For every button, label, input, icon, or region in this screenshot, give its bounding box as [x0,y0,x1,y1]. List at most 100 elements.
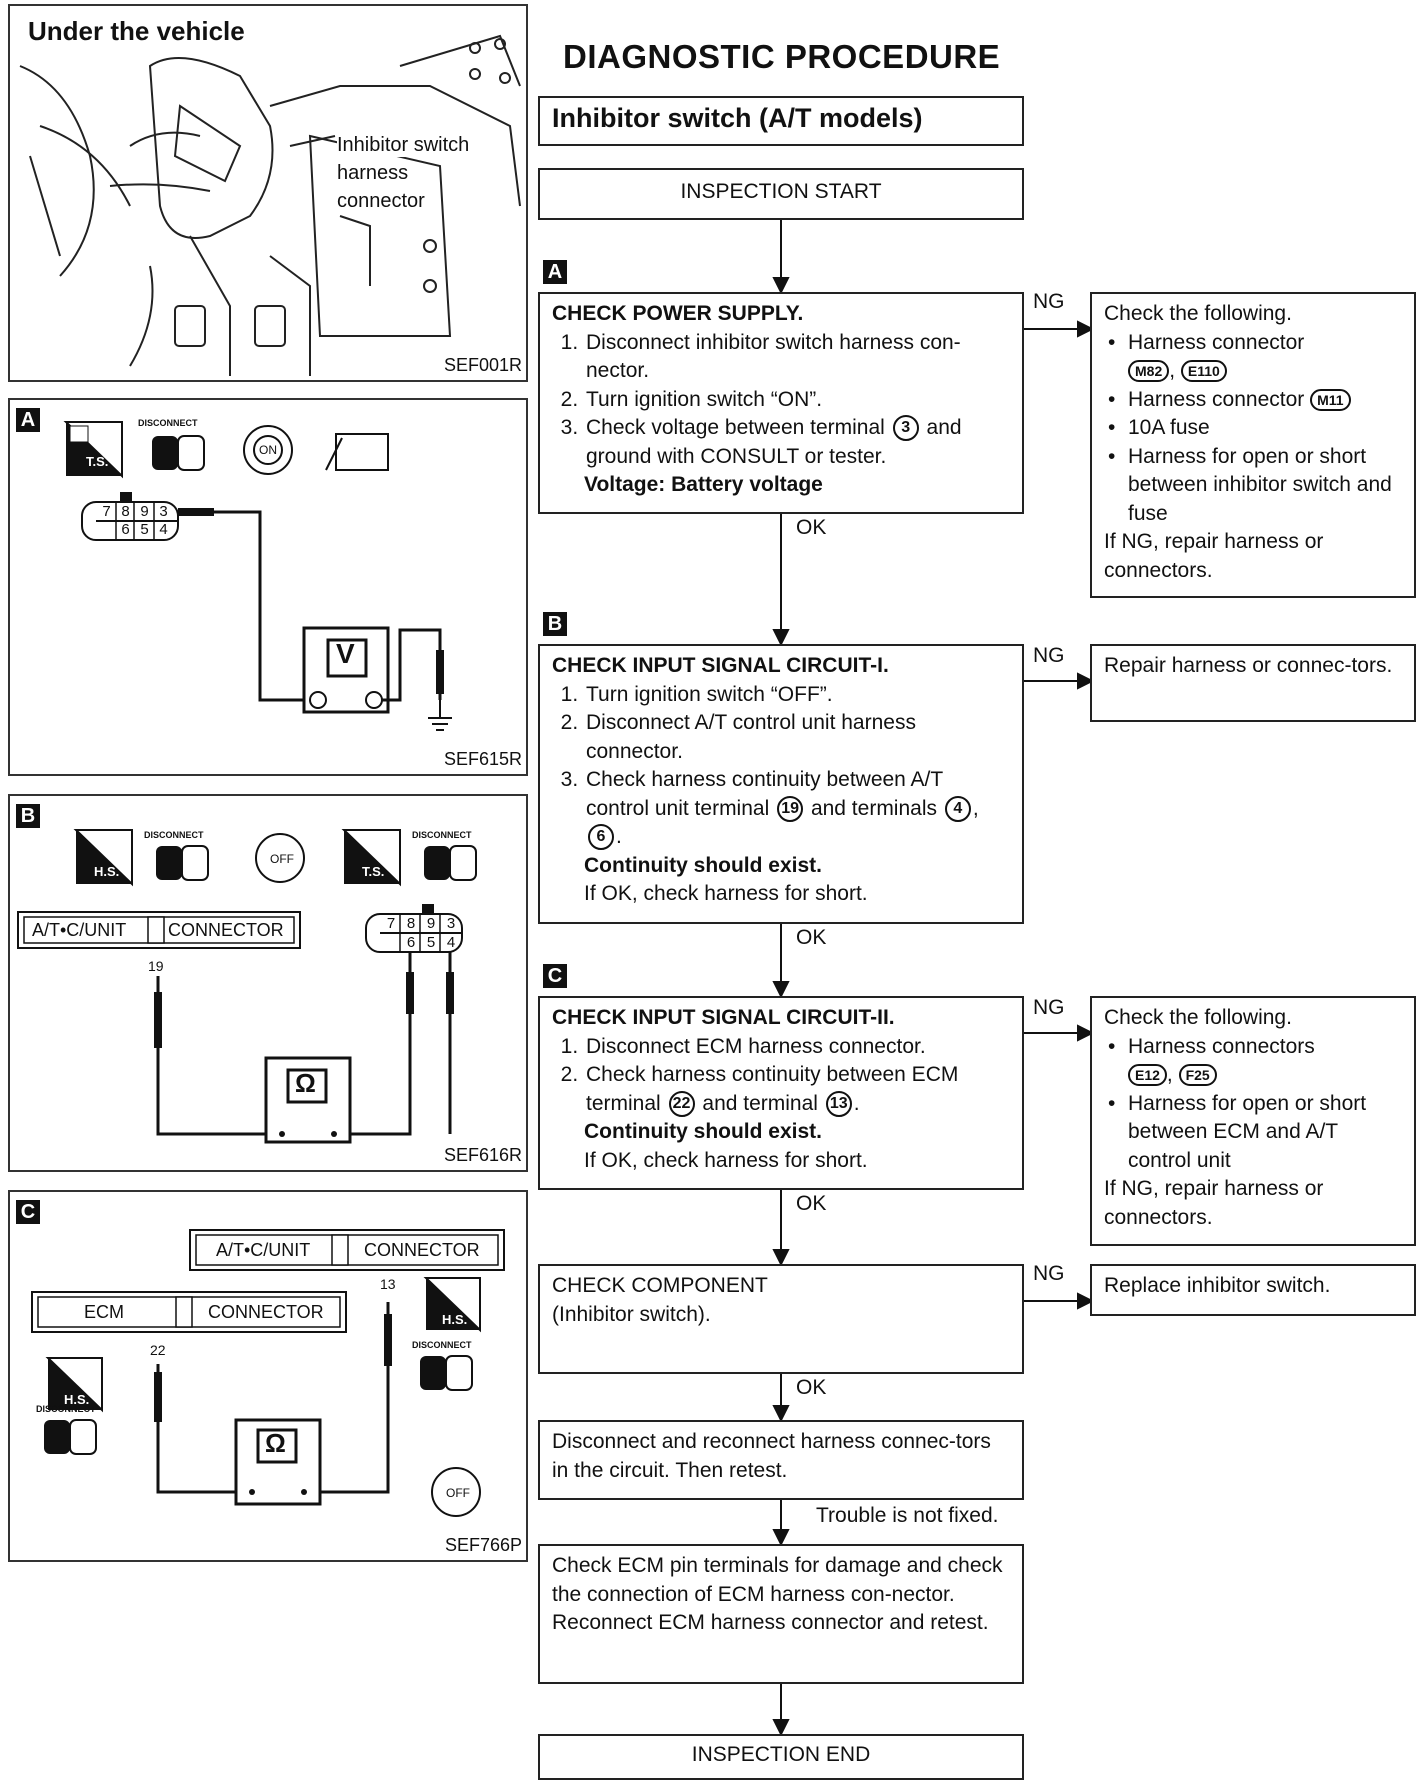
step-check-input-signal-1: CHECK INPUT SIGNAL CIRCUIT-I. Turn ignit… [538,644,1024,924]
pin-label: 9 [140,503,149,520]
step-item: Disconnect inhibitor switch harness con-… [584,329,1010,386]
meter-label: V [336,638,355,669]
pin-label: 3 [159,503,168,520]
inspection-end: INSPECTION END [538,1734,1024,1780]
pin-row-bottom: 6 5 4 [401,934,461,951]
step-note: If OK, check harness for short. [584,1148,868,1172]
step-item-text: and terminal [702,1091,818,1115]
step-check-input-signal-2: CHECK INPUT SIGNAL CIRCUIT-II. Disconnec… [538,996,1024,1190]
ng-item-text: Harness connectors [1128,1034,1315,1058]
figure-code: SEF615R [443,749,522,769]
step-letter: C [543,964,567,988]
figure-b: B H.S. DISCONNECT OFF T.S. DISCONNECT A/… [8,794,528,1172]
step-result: Continuity should exist. [584,853,823,877]
figure-code: SEF001R [443,355,522,375]
pin-label: 7 [102,503,111,520]
ng-heading: Check the following. [1104,302,1292,325]
ng-item-text: Harness connector [1128,387,1305,411]
wire-label: 22 [150,1342,166,1358]
figure-under-vehicle: Under the vehicle Inhibitor switch harne… [8,4,528,382]
figure-letter: C [16,1200,40,1224]
off-label: OFF [270,852,294,866]
vehicle-illustration [19,34,521,376]
step-item: Disconnect ECM harness connector. [584,1033,1010,1062]
step-check-component: CHECK COMPONENT (Inhibitor switch). [538,1264,1024,1374]
procedure-subtitle: Inhibitor switch (A/T models) [538,96,1024,146]
connector-id: E110 [1180,360,1227,383]
pin-label: 5 [140,521,149,538]
figure-a: A T.S. DISCONNECT [8,398,528,776]
pin-label: 3 [446,915,456,932]
step-check-ecm: Check ECM pin terminals for damage and c… [538,1544,1024,1684]
step-item: Check harness continuity between A/T con… [584,766,1010,852]
step-heading: CHECK POWER SUPPLY. [552,302,804,325]
figure-c: C A/T•C/UNIT CONNECTOR ECM CONNECTOR 13 … [8,1190,528,1562]
step-item-text: Check harness continuity between A/T con… [586,768,943,820]
ng-text: Replace inhibitor switch. [1104,1274,1331,1297]
step-item-text: Check voltage between terminal [586,416,885,439]
step-item-text: Check harness continuity between ECM ter… [586,1063,959,1115]
pin-label: 7 [386,915,396,932]
figure-code: SEF616R [443,1145,522,1165]
terminal-number: 4 [944,795,971,822]
ng-text: Repair harness or connec-tors. [1104,654,1393,677]
step-item: Disconnect A/T control unit harness conn… [584,709,1010,766]
disconnect-label: DISCONNECT [412,830,472,840]
ng-footer: If NG, repair harness or connectors. [1104,1177,1324,1229]
terminal-number: 19 [777,795,804,822]
start-label: INSPECTION START [680,180,882,203]
ng-footer: If NG, repair harness or connectors. [1104,530,1324,582]
ng-box-replace-switch: Replace inhibitor switch. [1090,1264,1416,1316]
ng-box-power-supply: Check the following. Harness connector M… [1090,292,1416,598]
ng-item: Harness connector M82, E110 [1104,329,1402,386]
figure-c-diagram [31,1229,505,1517]
ng-box-repair: Repair harness or connec-tors. [1090,644,1416,722]
ng-item: Harness connector M11 [1104,386,1402,415]
connector-id: M11 [1310,388,1351,411]
disconnect-label: DISCONNECT [36,1404,96,1414]
pin-row-top: 7 8 9 3 [381,915,461,932]
disconnect-label: DISCONNECT [412,1340,472,1350]
pin-label: 8 [121,503,130,520]
ng-item: Harness for open or short between ECM an… [1104,1090,1402,1176]
step-text: Disconnect and reconnect harness connec-… [552,1430,991,1482]
end-label: INSPECTION END [691,1743,871,1766]
step-item: Check voltage between terminal 3 and gro… [584,414,1010,471]
step-letter: B [543,612,567,636]
step-heading: CHECK INPUT SIGNAL CIRCUIT-I. [552,654,889,677]
step-item: Check harness continuity between ECM ter… [584,1061,1010,1118]
ts-label: T.S. [362,864,385,879]
wire-label: 13 [380,1276,396,1292]
figure-letter: A [16,408,40,432]
connector-id: M82 [1128,360,1170,383]
off-label: OFF [446,1486,470,1500]
connector-name: CONNECTOR [168,920,284,940]
vehicle-heading: Under the vehicle [24,16,249,47]
disconnect-label: DISCONNECT [138,418,198,428]
disconnect-label: DISCONNECT [144,830,204,840]
ng-label: NG [1033,1262,1065,1285]
figure-letter: B [16,804,40,828]
ng-label: NG [1033,290,1065,313]
ts-label: T.S. [86,454,109,469]
hs-label: H.S. [94,864,120,879]
step-item-text: and ground with CONSULT or tester. [586,416,962,468]
not-fixed-label: Trouble is not fixed. [816,1504,999,1527]
step-note: If OK, check harness for short. [584,882,868,905]
step-letter: A [543,260,567,284]
pin-label: 5 [426,934,436,951]
pin-label: 8 [406,915,416,932]
callout-line-1: Inhibitor switch [337,134,470,157]
connector-name: CONNECTOR [208,1302,324,1322]
ok-label: OK [796,926,827,949]
connector-name: CONNECTOR [364,1240,480,1260]
step-result: Voltage: Battery voltage [584,473,823,496]
step-item-text: and terminals [810,796,937,820]
connector-name: A/T•C/UNIT [32,920,127,940]
step-item: Turn ignition switch “OFF”. [584,681,1010,710]
step-reconnect: Disconnect and reconnect harness connec-… [538,1420,1024,1500]
connector-id: F25 [1178,1064,1217,1087]
pin-label: 9 [426,915,436,932]
pin-label: 6 [121,521,130,538]
meter-label: Ω [265,1428,286,1458]
